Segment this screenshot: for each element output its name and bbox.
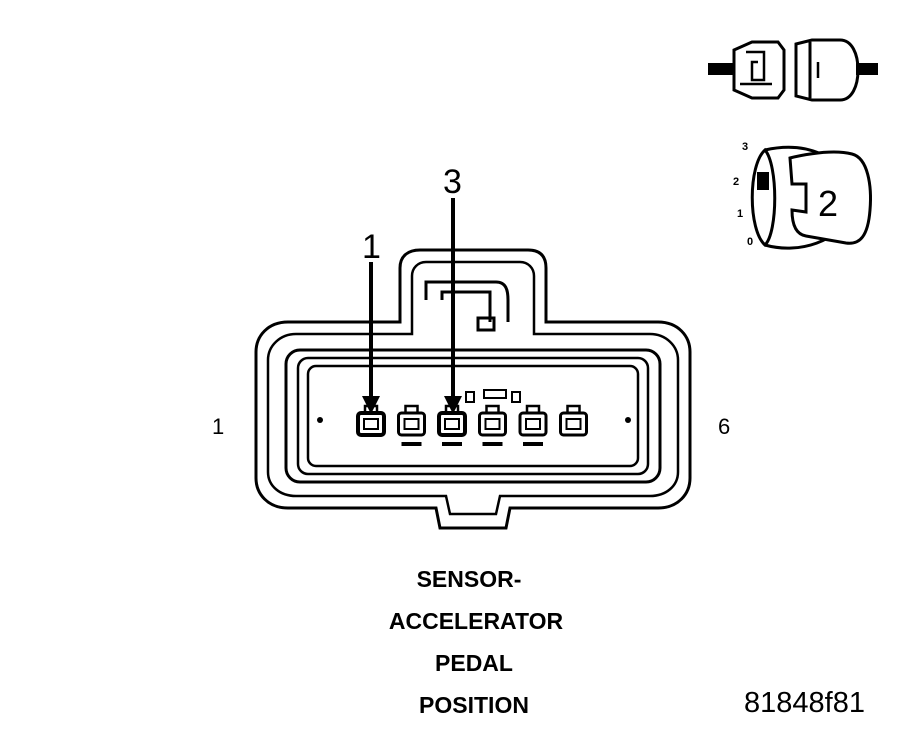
pin-cavity-2 [397,404,426,446]
title-line-3: PEDAL [435,650,513,676]
pin-cavities [356,404,588,446]
callout-pin-1: 1 [362,228,381,266]
callout-arrows [362,198,462,414]
selected-view-number: 2 [818,183,838,224]
title-line-4: POSITION [419,692,529,718]
pin-cavity-6 [559,404,588,437]
view-scale-0: 0 [747,236,753,248]
view-scale-1: 1 [737,208,743,220]
pin-cavity-5 [518,404,548,446]
connector-body [254,248,692,530]
callout-pin-3: 3 [443,163,462,201]
title-line-1: SENSOR- [417,566,522,592]
mating-connector-icon [708,38,878,102]
connector-end-left: 1 [212,414,224,439]
connector-end-right: 6 [718,414,730,439]
view-scale-3: 3 [742,141,748,153]
view-scale-2: 2 [733,176,739,188]
pin-cavity-4 [478,404,507,446]
view-key-icon: 3 2 1 0 2 [733,141,872,250]
title-line-2: ACCELERATOR [389,608,564,634]
figure-id: 81848f81 [744,687,865,719]
connector-title: SENSOR- ACCELERATOR PEDAL POSITION [389,566,564,718]
